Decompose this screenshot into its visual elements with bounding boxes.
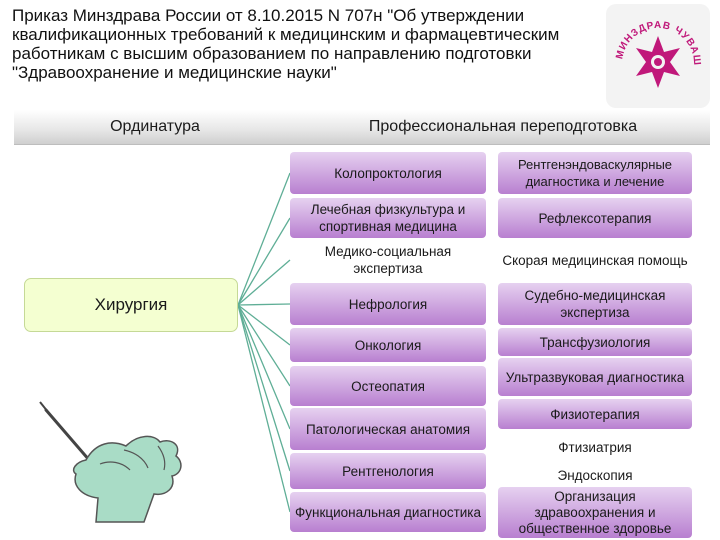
specialty-item-right: Судебно-медицинская экспертиза bbox=[498, 283, 692, 325]
specialty-item-left: Колопроктология bbox=[290, 152, 486, 194]
specialty-item-right: Скорая медицинская помощь bbox=[502, 252, 688, 268]
connector-line bbox=[237, 304, 291, 430]
specialty-item-right: Фтизиатрия bbox=[558, 439, 632, 455]
specialty-item-left: Нефрология bbox=[290, 283, 486, 325]
specialty-item-left: Медико-социальная экспертиза bbox=[324, 244, 452, 276]
connector-line bbox=[237, 304, 291, 346]
connector-line bbox=[237, 304, 291, 513]
ministry-logo-icon: МИНЗДРАВ ЧУВАШИИ bbox=[606, 4, 710, 108]
surgical-glove-icon bbox=[39, 401, 182, 523]
specialty-item-right: Эндоскопия bbox=[557, 467, 633, 483]
specialty-box-surgery: Хирургия bbox=[24, 278, 238, 332]
connector-line bbox=[237, 303, 291, 306]
specialty-item-left: Онкология bbox=[290, 328, 486, 362]
specialty-item-left: Патологическая анатомия bbox=[290, 408, 486, 450]
connector-line bbox=[237, 259, 291, 306]
specialty-item-left: Функциональная диагностика bbox=[290, 492, 486, 532]
specialty-item-right: Физиотерапия bbox=[498, 399, 692, 429]
specialty-item-right: Рентгенэндоваскулярные диагностика и леч… bbox=[498, 152, 692, 194]
column-header-residency: Ординатура bbox=[14, 110, 296, 145]
connector-line bbox=[237, 217, 291, 306]
connector-line bbox=[237, 304, 291, 472]
column-header-retraining: Профессиональная переподготовка bbox=[296, 110, 710, 145]
specialty-item-left: Лечебная физкультура и спортивная медици… bbox=[290, 198, 486, 238]
specialty-item-right: Рефлексотерапия bbox=[498, 198, 692, 238]
specialty-item-right: Трансфузиология bbox=[498, 328, 692, 356]
page-title: Приказ Минздрава России от 8.10.2015 N 7… bbox=[12, 6, 560, 82]
specialty-item-right: Организация здравоохранения и общественн… bbox=[498, 487, 692, 538]
specialty-item-right: Ультразвуковая диагностика bbox=[498, 358, 692, 396]
specialty-item-left: Рентгенология bbox=[290, 453, 486, 489]
connector-line bbox=[237, 304, 291, 387]
specialty-item-left: Остеопатия bbox=[290, 366, 486, 406]
connector-line bbox=[237, 172, 291, 306]
